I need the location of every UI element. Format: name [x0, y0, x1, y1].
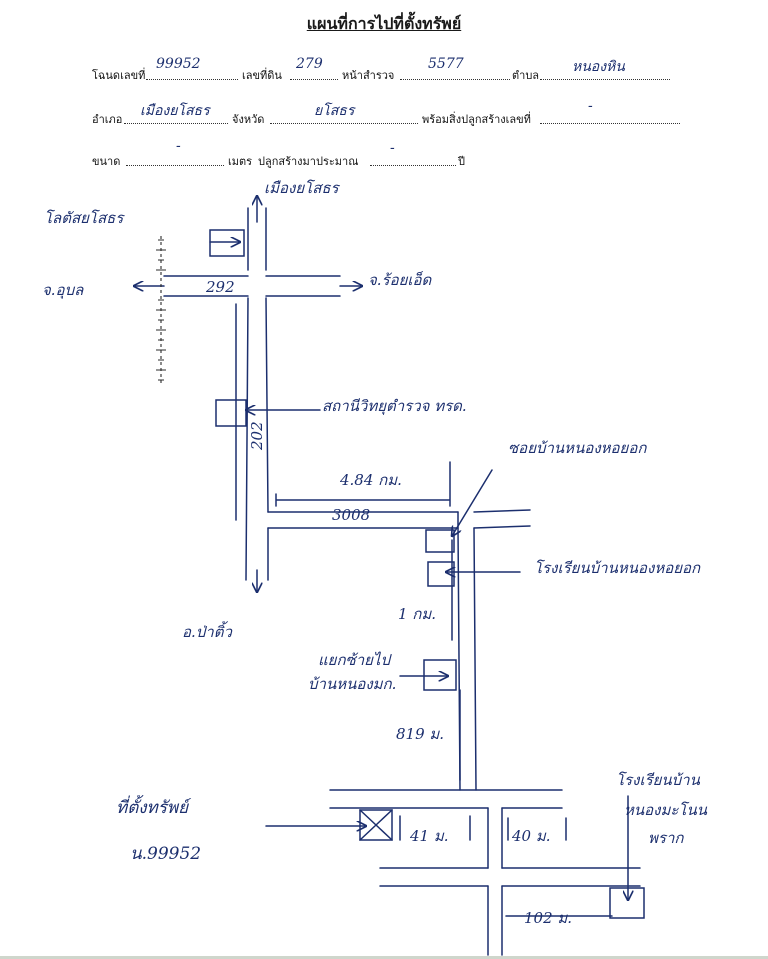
label-school-2b: หนองมะโนน: [624, 801, 707, 819]
label-school-1: โรงเรียนบ้านหนองหอยอก: [534, 559, 701, 577]
building-label: พร้อมสิ่งปลูกสร้างเลขที่: [422, 113, 531, 126]
school-2-box: [609, 887, 645, 919]
label-dist-102: 102 ม.: [524, 909, 573, 927]
village-road-left-edge: [457, 511, 489, 869]
label-school-2c: พราก: [648, 829, 684, 847]
built-line: [370, 164, 456, 166]
size-label: ขนาด: [92, 155, 121, 168]
land-no-label: เลขที่ดิน: [242, 69, 282, 82]
subdistrict-label: ตำบล: [512, 69, 540, 82]
school-1-box: [427, 561, 455, 587]
label-school-2a: โรงเรียนบ้าน: [616, 771, 700, 789]
label-lotus: โลตัสยโสธร: [44, 209, 124, 227]
road-3008-bottom-edge: [267, 525, 531, 529]
hwy-202-right-edge: [265, 207, 269, 581]
label-police: สถานีวิทยุตำรวจ ทรด.: [322, 397, 467, 415]
label-to-ubon: จ.อุบล: [42, 281, 84, 299]
page-title: แผนที่การไปที่ตั้งทรัพย์: [306, 14, 462, 33]
size-unit: เมตร: [228, 155, 253, 168]
label-village-entrance: ซอยบ้านหนองหอยอก: [508, 439, 647, 457]
built-label: ปลูกสร้างมาประมาณ: [258, 155, 359, 168]
province-label: จังหวัด: [232, 113, 265, 126]
size-line: [126, 164, 224, 166]
label-junction-1: แยกซ้ายไป: [318, 651, 390, 669]
hwy-202-left-edge: [245, 207, 249, 581]
province-value: ยโสธร: [314, 103, 355, 119]
subdistrict-value: หนองหิน: [572, 59, 625, 75]
property-box: [359, 809, 393, 841]
land-no-value: 279: [296, 56, 323, 72]
label-dist-819: 819 ม.: [396, 725, 445, 743]
label-to-city: เมืองยโสธร: [264, 179, 339, 197]
label-to-pathio: อ.ป่าติ้ว: [182, 623, 232, 641]
built-value: -: [390, 140, 395, 156]
arrow-village-entrance: [452, 469, 493, 536]
district-label: อำเภอ: [92, 113, 123, 126]
size-value: -: [176, 138, 181, 154]
lotus-box: [209, 229, 245, 257]
deed-line: [146, 78, 238, 80]
property-box-cross: [359, 809, 393, 841]
label-property-2: น.99952: [130, 844, 202, 864]
land-no-line: [290, 78, 338, 80]
label-dist-40: 40 ม.: [512, 827, 551, 845]
label-dist-41: 41 ม.: [410, 827, 449, 845]
dim-484: [275, 461, 451, 507]
label-to-roiet: จ.ร้อยเอ็ด: [368, 271, 432, 289]
scan-edge: [0, 956, 768, 959]
province-line: [270, 122, 418, 124]
built-unit: ปี: [458, 155, 465, 168]
label-junction-2: บ้านหนองมก.: [308, 675, 397, 693]
dim-40: [507, 817, 567, 841]
label-property-1: ที่ตั้งทรัพย์: [116, 798, 189, 818]
survey-page-line: [400, 78, 510, 80]
building-line: [540, 122, 680, 124]
police-box: [215, 399, 247, 427]
village-road-right-edge: [473, 527, 503, 956]
survey-page-value: 5577: [428, 56, 464, 72]
building-value: -: [588, 98, 593, 114]
subdistrict-line: [540, 78, 670, 80]
village-sign-box: [425, 529, 455, 553]
district-line: [124, 122, 228, 124]
label-dist-1km: 1 กม.: [398, 605, 437, 623]
railway-hatch: [156, 236, 166, 386]
district-value: เมืองยโสธร: [140, 103, 210, 119]
label-hwy-292: 292: [206, 278, 235, 296]
label-hwy-202: 202: [248, 421, 266, 450]
junction-box: [423, 659, 457, 691]
deed-value: 99952: [156, 56, 201, 72]
survey-page-label: หน้าสำรวจ: [342, 69, 395, 82]
dim-41: [399, 815, 471, 841]
deed-label: โฉนดเลขที่: [92, 69, 146, 82]
label-road-3008: 3008: [332, 506, 371, 524]
label-dist-484: 4.84 กม.: [340, 471, 402, 489]
road-3008-top-edge: [267, 509, 531, 513]
